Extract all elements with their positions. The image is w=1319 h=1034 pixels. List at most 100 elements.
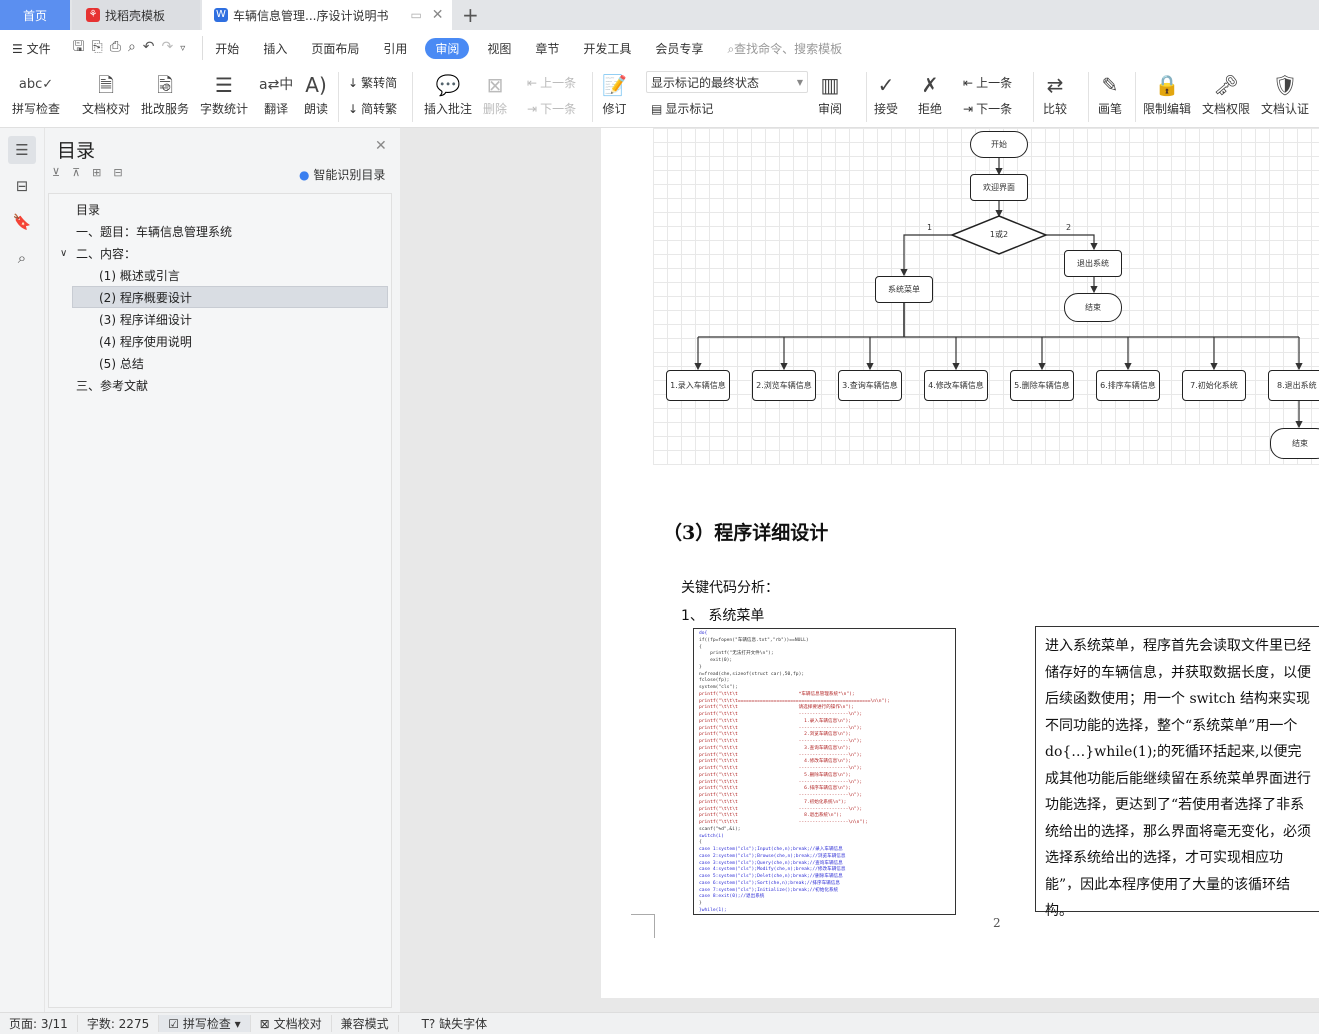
key-icon: 🗝 bbox=[1213, 73, 1239, 97]
review-service-button[interactable]: 🗟批改服务 bbox=[141, 70, 189, 117]
menu-review[interactable]: 审阅 bbox=[425, 37, 470, 59]
flow-option: 7.初始化系统 bbox=[1182, 370, 1246, 401]
page-number: 2 bbox=[993, 916, 1001, 930]
permission-label: 文档权限 bbox=[1202, 102, 1251, 116]
menu-developer[interactable]: 开发工具 bbox=[583, 41, 632, 56]
review-pane-button[interactable]: ▥审阅 bbox=[818, 70, 842, 117]
document-page[interactable]: 开始 欢迎界面 1或2 1 2 退出系统 结束 系统菜单 1.录入车辆信息 2.… bbox=[601, 128, 1319, 998]
print-icon[interactable]: ⎙ bbox=[109, 39, 128, 55]
next-comment-button[interactable]: ⇥下一条 bbox=[527, 100, 576, 117]
shield-icon: 🛡 bbox=[1272, 73, 1298, 97]
tab-template[interactable]: ⚘找稻壳模板 bbox=[72, 0, 200, 30]
tab-home[interactable]: 首页 bbox=[0, 0, 70, 30]
review-service-label: 批改服务 bbox=[141, 102, 190, 116]
print-preview-icon[interactable]: ⌕ bbox=[127, 39, 143, 55]
file-menu[interactable]: ☰ 文件 bbox=[0, 40, 63, 57]
toc-item[interactable]: 三、参考文献 bbox=[76, 379, 149, 393]
menu-section[interactable]: 章节 bbox=[535, 41, 560, 56]
accept-button[interactable]: ✓接受 bbox=[874, 70, 898, 117]
close-panel-icon[interactable]: ✕ bbox=[375, 138, 387, 154]
save-icon[interactable]: 🖫 bbox=[72, 39, 92, 55]
menu-view[interactable]: 视图 bbox=[487, 41, 512, 56]
code-line: case 6:system("cls");Sort(che,n);break;/… bbox=[699, 880, 840, 886]
menu-insert[interactable]: 插入 bbox=[263, 41, 288, 56]
compare-button[interactable]: ⇄比较 bbox=[1043, 70, 1067, 117]
translate-button[interactable]: a⇄中翻译 bbox=[259, 70, 293, 117]
customize-chevron-icon[interactable]: ▿ bbox=[180, 43, 193, 54]
insert-comment-button[interactable]: 💬插入批注 bbox=[424, 70, 472, 117]
prev-change-button[interactable]: ⇤上一条 bbox=[963, 74, 1012, 91]
simp-to-trad-button[interactable]: ↓简转繁 bbox=[348, 100, 397, 117]
toc-item[interactable]: 二、内容： bbox=[76, 247, 137, 261]
toc-panel-icon[interactable]: ☰ bbox=[8, 136, 36, 164]
toc-item[interactable]: (1) 概述或引言 bbox=[99, 269, 180, 283]
code-line: printf("\t\t\t *车辆信息管理系统*\n"); bbox=[699, 691, 855, 697]
trad-to-simp-button[interactable]: ↓繁转简 bbox=[348, 74, 397, 91]
toc-item[interactable]: (4) 程序使用说明 bbox=[99, 335, 192, 349]
smart-toc-button[interactable]: ● 智能识别目录 bbox=[299, 166, 385, 183]
read-aloud-button[interactable]: A)朗读 bbox=[304, 70, 328, 117]
permission-button[interactable]: 🗝 文档权限 bbox=[1202, 70, 1250, 117]
spell-check-icon: abc✓ bbox=[18, 77, 54, 92]
flow-option: 8.退出系统 bbox=[1268, 370, 1319, 401]
toc-item[interactable]: (3) 程序详细设计 bbox=[99, 313, 192, 327]
toc-item-selected[interactable]: (2) 程序概要设计 bbox=[72, 286, 388, 308]
page-indicator[interactable]: 页面: 3/11 bbox=[0, 1015, 78, 1032]
missing-font[interactable]: T? 缺失字体 bbox=[413, 1015, 497, 1032]
reject-button[interactable]: ✗拒绝 bbox=[918, 70, 942, 117]
menu-layout[interactable]: 页面布局 bbox=[311, 41, 360, 56]
code-line: printf("\t\t\t ------------------\n"); bbox=[699, 739, 863, 744]
word-count[interactable]: 字数: 2275 bbox=[78, 1015, 160, 1032]
command-search[interactable]: ⌕查找命令、搜索模板 bbox=[715, 40, 854, 57]
toc-item[interactable]: 目录 bbox=[76, 203, 101, 217]
remove-heading-icon[interactable]: ⊟ bbox=[113, 166, 135, 179]
status-proofread[interactable]: ⊠ 文档校对 bbox=[251, 1015, 332, 1032]
code-line: printf("\t\t\t ------------------\n"); bbox=[699, 766, 863, 771]
close-tab-icon[interactable]: ✕ bbox=[431, 7, 444, 23]
collapse-all-icon[interactable]: ⊼ bbox=[72, 166, 93, 179]
certify-button[interactable]: 🛡文档认证 bbox=[1261, 70, 1309, 117]
spell-check-button[interactable]: abc✓拼写检查 bbox=[12, 70, 60, 117]
search-icon[interactable]: ⌕ bbox=[17, 249, 27, 267]
code-line: do{ bbox=[699, 631, 708, 636]
bookmark-icon[interactable]: 🔖 bbox=[12, 213, 32, 231]
delete-comment-button[interactable]: ⊠删除 bbox=[483, 70, 507, 117]
redo-icon[interactable]: ↷ bbox=[161, 39, 181, 55]
status-spell-check[interactable]: ☑ 拼写检查 ▾ bbox=[159, 1015, 251, 1032]
compat-mode: 兼容模式 bbox=[332, 1015, 399, 1032]
menu-references[interactable]: 引用 bbox=[383, 41, 408, 56]
reject-label: 拒绝 bbox=[918, 102, 943, 116]
prev-comment-button[interactable]: ⇤上一条 bbox=[527, 74, 576, 91]
code-line: printf("\t\t\t ------------------\n\n"); bbox=[699, 820, 868, 825]
restrict-edit-button[interactable]: 🔒限制编辑 bbox=[1143, 70, 1191, 117]
chevron-down-icon[interactable]: ∨ bbox=[60, 248, 68, 259]
export-icon[interactable]: ⎘ bbox=[91, 39, 110, 55]
flow-end-2: 结束 bbox=[1270, 428, 1319, 459]
show-markup-button[interactable]: ▤显示标记 bbox=[651, 100, 713, 117]
code-line: printf("\t\t\t==========================… bbox=[699, 698, 890, 704]
markup-select[interactable]: 显示标记的最终状态▼ bbox=[646, 71, 808, 93]
add-heading-icon[interactable]: ⊞ bbox=[92, 166, 114, 179]
new-tab-button[interactable]: + bbox=[462, 3, 479, 27]
menu-member[interactable]: 会员专享 bbox=[655, 41, 704, 56]
proofread-button[interactable]: 🗎文档校对 bbox=[82, 70, 130, 117]
next-change-icon: ⇥ bbox=[963, 101, 974, 116]
toc-item[interactable]: (5) 总结 bbox=[99, 357, 144, 371]
pen-button[interactable]: ✎画笔 bbox=[1098, 70, 1122, 117]
chapter-icon[interactable]: ⊟ bbox=[15, 177, 29, 195]
track-changes-button[interactable]: 📝修订 bbox=[602, 70, 627, 117]
simp-trad-icon: ↓ bbox=[348, 101, 359, 116]
review-ribbon: abc✓拼写检查 🗎文档校对 🗟批改服务 ☰字数统计 a⇄中翻译 A)朗读 ↓繁… bbox=[0, 66, 1319, 128]
pin-icon[interactable]: ▭ bbox=[410, 8, 422, 22]
search-icon: ⌕ bbox=[727, 41, 735, 56]
expand-all-icon[interactable]: ⊻ bbox=[52, 166, 73, 179]
toc-item[interactable]: 一、题目：车辆信息管理系统 bbox=[76, 225, 233, 239]
prev-icon: ⇤ bbox=[527, 75, 538, 90]
next-change-button[interactable]: ⇥下一条 bbox=[963, 100, 1012, 117]
code-line: printf("\t\t\t ------------------\n"); bbox=[699, 806, 863, 812]
word-count-button[interactable]: ☰字数统计 bbox=[200, 70, 248, 117]
undo-icon[interactable]: ↶ bbox=[142, 39, 162, 55]
menu-start[interactable]: 开始 bbox=[215, 41, 240, 56]
